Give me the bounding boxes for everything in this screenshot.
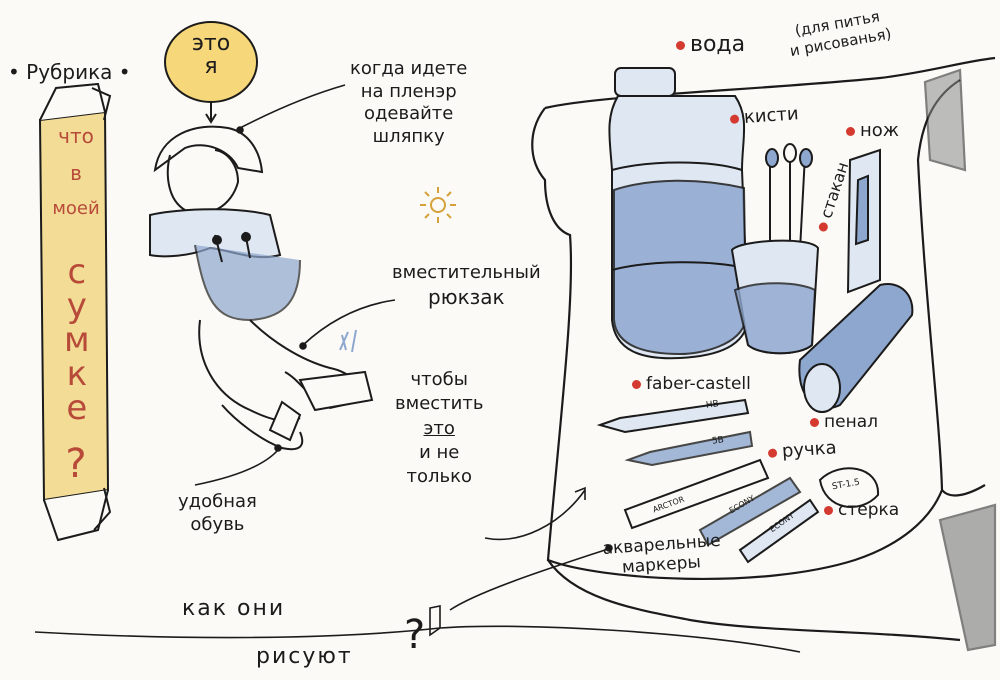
character-illustration: [149, 125, 374, 451]
pencils: [596, 398, 754, 467]
banner-line-1: что: [58, 124, 94, 148]
banner-scroll: [38, 82, 112, 542]
backpack-outline: [531, 56, 997, 652]
bubble-line-2: я: [204, 54, 218, 80]
speech-bubble: [164, 21, 258, 124]
pencil-case: [798, 283, 914, 413]
utility-knife: [846, 148, 881, 294]
bottom-caption-line-1: как они: [182, 596, 286, 621]
hat-note: когда идете на пленэр одевайте шляпку: [350, 58, 467, 148]
purpose-note-line-4: и не: [419, 441, 460, 463]
purpose-note: чтобы вместить это и не только: [395, 368, 483, 489]
backpack-note: вместительный рюкзак: [392, 262, 541, 310]
rubric-dot-right: •: [112, 60, 131, 84]
bottom-caption-question: ?: [404, 612, 426, 658]
rubric-label: • Рубрика •: [8, 60, 131, 84]
banner-question: ?: [65, 440, 87, 487]
label-knife: нож: [846, 120, 899, 141]
purpose-note-line-5: только: [406, 466, 472, 488]
sun-doodle: [420, 187, 456, 223]
brush-glass: [730, 143, 820, 355]
bottom-caption-line-2: рисуют: [256, 644, 353, 669]
label-pencils: faber-castell: [632, 374, 751, 394]
markers: [623, 458, 820, 564]
purpose-note-line-1: чтобы: [410, 369, 468, 390]
purpose-note-line-3: это: [423, 417, 455, 439]
backpack-note-line-1: вместительный: [392, 262, 541, 283]
purpose-note-line-2: вместить: [395, 393, 484, 415]
banner-word-large: сумке: [56, 251, 97, 422]
backpack-note-line-2: рюкзак: [428, 284, 505, 309]
banner-line-4: сумке: [46, 227, 106, 447]
hat-note-line-3: одевайте: [363, 103, 454, 124]
rubric-dot-left: •: [8, 60, 27, 84]
water-bottle: [608, 67, 750, 360]
hat-note-line-2: на пленэр: [360, 80, 457, 102]
banner-line-3: моей: [52, 198, 100, 219]
shoes-note: удобная обувь: [178, 490, 257, 537]
hat-note-line-4: шляпку: [372, 125, 445, 147]
shoes-note-line-1: удобная: [178, 491, 257, 512]
rubric-label-text: Рубрика: [26, 60, 113, 84]
label-case: пенал: [810, 412, 878, 432]
pencil2-mark: 5B: [711, 435, 725, 447]
shoes-note-line-2: обувь: [190, 514, 245, 536]
label-eraser: стерка: [824, 500, 899, 520]
label-water: вода: [676, 32, 745, 57]
bubble-line-1: это: [191, 31, 231, 56]
pencil1-mark: HB: [705, 399, 720, 411]
hat-note-line-1: когда идете: [350, 58, 468, 79]
bubble-text: это я: [166, 32, 256, 78]
label-markers: акварельные маркеры: [602, 531, 723, 579]
banner-line-2: в: [70, 161, 82, 185]
pointer-lines: [34, 84, 801, 653]
banner-text: что в моей сумке ?: [46, 126, 106, 485]
